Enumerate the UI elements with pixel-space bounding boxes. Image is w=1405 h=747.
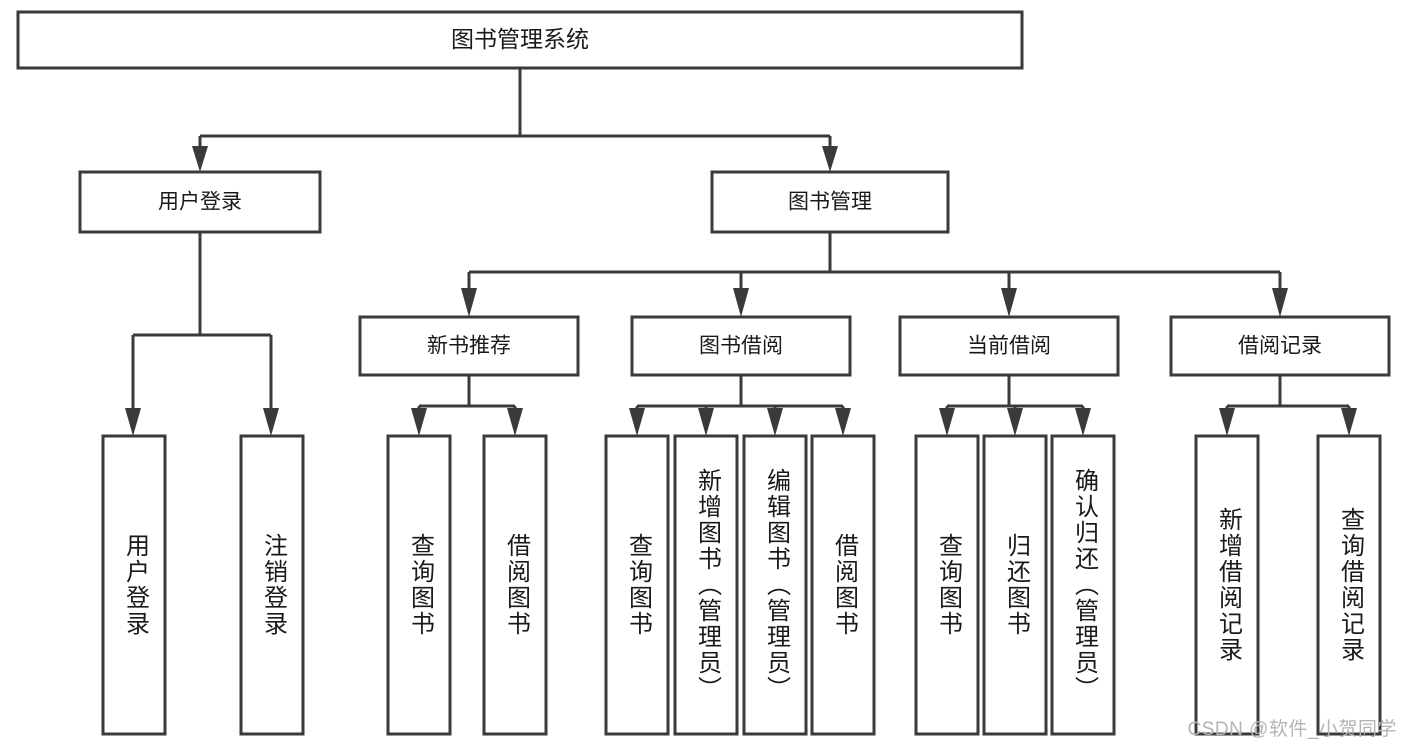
leaf-box-borrow-book-1[interactable] [482,434,548,736]
connector-root-to-level2 [192,68,838,172]
leaf-box-confirm-return-admin[interactable] [1050,434,1116,736]
node-new-book-recommend[interactable]: 新书推荐 [358,315,580,377]
node-borrow-record-label: 借阅记录 [1238,335,1322,358]
leaf-box-query-book-3[interactable] [914,434,980,736]
connector-bookborrow-to-leaves [629,375,851,436]
node-user-login-label: 用户登录 [158,191,242,214]
leaf-box-user-login[interactable] [101,434,167,736]
node-user-login[interactable]: 用户登录 [78,170,322,234]
leaf-box-logout-login[interactable] [239,434,305,736]
node-root-label: 图书管理系统 [451,26,589,52]
leaf-box-query-book-2[interactable] [604,434,670,736]
node-book-management[interactable]: 图书管理 [710,170,950,234]
node-root-system[interactable]: 图书管理系统 [16,10,1024,70]
node-borrow-record[interactable]: 借阅记录 [1169,315,1391,377]
leaf-box-borrow-book-2[interactable] [810,434,876,736]
leaf-box-edit-book-admin[interactable] [742,434,808,736]
connector-level2-to-level3 [461,232,1288,317]
node-book-management-label: 图书管理 [788,191,872,214]
leaf-box-return-book[interactable] [982,434,1048,736]
leaf-box-add-book-admin[interactable] [673,434,739,736]
node-current-borrow-label: 当前借阅 [967,335,1051,358]
node-new-book-recommend-label: 新书推荐 [427,335,511,358]
node-current-borrow[interactable]: 当前借阅 [898,315,1120,377]
csdn-watermark: CSDN @软件_小贺同学 [1187,719,1397,740]
connector-borrowrecord-to-leaves [1219,375,1357,436]
leaf-box-query-borrow-record[interactable] [1316,434,1382,736]
leaf-box-add-borrow-record[interactable] [1194,434,1260,736]
connector-newbook-to-leaves [411,375,523,436]
connector-currentborrow-to-leaves [939,375,1091,436]
leaf-box-query-book-1[interactable] [386,434,452,736]
node-book-borrow-label: 图书借阅 [699,335,783,358]
node-book-borrow[interactable]: 图书借阅 [630,315,852,377]
connector-userlogin-to-leaves [125,232,279,436]
